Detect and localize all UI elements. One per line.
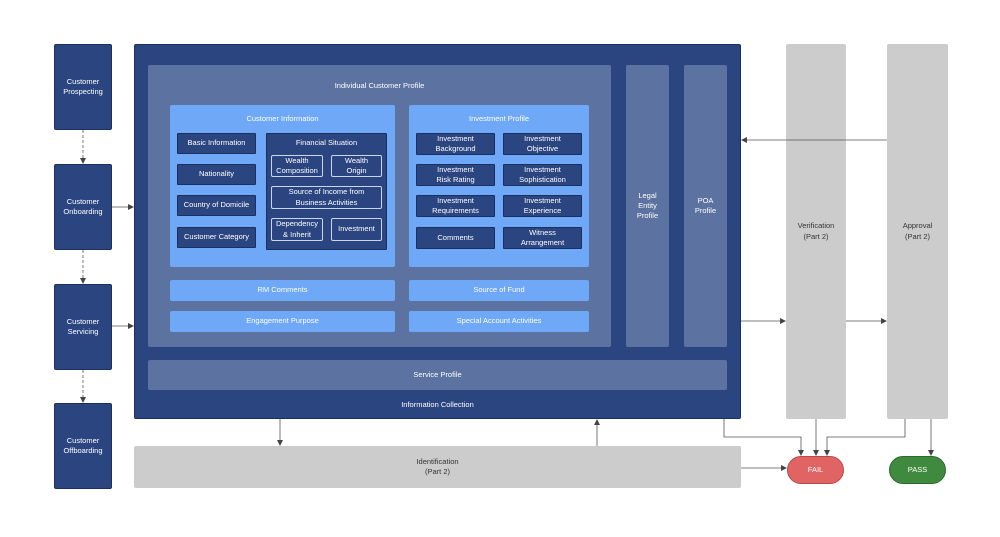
customer-category-field[interactable]: Customer Category [177, 227, 256, 248]
financial-situation-title: Financial Situation [295, 138, 358, 147]
investment-background-field[interactable]: Investment Background [416, 133, 495, 155]
dependency-inherit-field[interactable]: Dependency & Inherit [271, 218, 323, 241]
wealth-composition-field[interactable]: Wealth Composition [271, 155, 323, 177]
customer-servicing-stage[interactable]: Customer Servicing [54, 284, 112, 370]
investment-field[interactable]: Investment [331, 218, 382, 241]
investment-sophistication-field[interactable]: Investment Sophistication [503, 164, 582, 186]
wealth-origin-field[interactable]: Wealth Origin [331, 155, 382, 177]
investment-objective-field[interactable]: Investment Objective [503, 133, 582, 155]
fail-terminal[interactable]: FAIL [787, 456, 844, 484]
poa-profile[interactable]: POA Profile [684, 65, 727, 347]
arrow-collection-to-fail [723, 419, 804, 456]
investment-experience-field[interactable]: Investment Experience [503, 195, 582, 217]
source-of-fund-bar[interactable]: Source of Fund [409, 280, 589, 301]
customer-onboarding-stage[interactable]: Customer Onboarding [54, 164, 112, 250]
special-account-activities-bar[interactable]: Special Account Activities [409, 311, 589, 332]
country-of-domicile-field[interactable]: Country of Domicile [177, 195, 256, 216]
investment-requirements-field[interactable]: Investment Requirements [416, 195, 495, 217]
engagement-purpose-bar[interactable]: Engagement Purpose [170, 311, 395, 332]
approval-part2[interactable]: Approval (Part 2) [887, 44, 948, 419]
identification-part2[interactable]: Identification (Part 2) [134, 446, 741, 488]
verification-part2[interactable]: Verification (Part 2) [786, 44, 846, 419]
source-of-income-field[interactable]: Source of Income from Business Activitie… [271, 186, 382, 209]
basic-information-field[interactable]: Basic Information [177, 133, 256, 154]
witness-arrangement-field[interactable]: Witness Arrangement [503, 227, 582, 249]
nationality-field[interactable]: Nationality [177, 164, 256, 185]
customer-offboarding-stage[interactable]: Customer Offboarding [54, 403, 112, 489]
comments-field[interactable]: Comments [416, 227, 495, 249]
legal-entity-profile[interactable]: Legal Entity Profile [626, 65, 669, 347]
customer-prospecting-stage[interactable]: Customer Prospecting [54, 44, 112, 130]
service-profile[interactable]: Service Profile [148, 360, 727, 390]
arrow-approval-to-fail [824, 419, 906, 456]
individual-customer-profile-title: Individual Customer Profile [334, 81, 425, 90]
investment-profile-title: Investment Profile [468, 114, 530, 123]
investment-risk-rating-field[interactable]: Investment Risk Rating [416, 164, 495, 186]
customer-information-title: Customer Information [246, 114, 319, 123]
pass-terminal[interactable]: PASS [889, 456, 946, 484]
information-collection-label: Information Collection [401, 400, 474, 409]
rm-comments-bar[interactable]: RM Comments [170, 280, 395, 301]
